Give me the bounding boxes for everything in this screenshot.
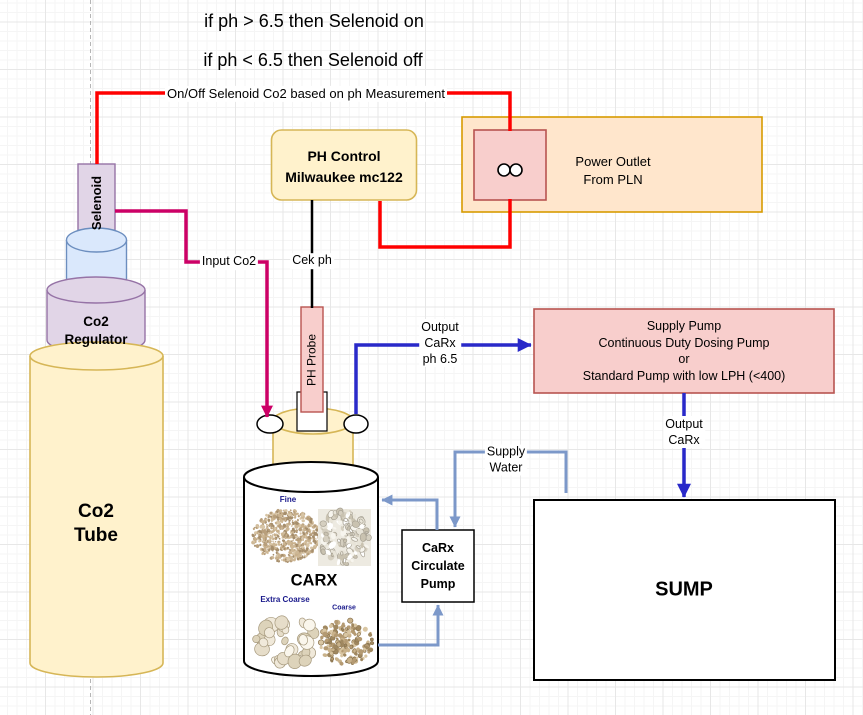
media-label-extra-coarse: Extra Coarse	[260, 595, 310, 604]
bottle-port-right	[343, 414, 369, 434]
pipe-pump-to-bottle	[381, 494, 439, 530]
co2-regulator-cylinder	[46, 276, 146, 354]
supply-pump-box	[533, 308, 835, 394]
ph-control-box	[270, 129, 418, 201]
media-label-fine: Fine	[279, 495, 297, 504]
supply-pump-label: Supply Pump Continuous Duty Dosing Pump …	[582, 319, 786, 383]
co2-regulator-label: Co2 Regulator	[64, 314, 128, 347]
media-photo-fine	[251, 509, 321, 563]
media-photo-extra-coarse	[252, 615, 320, 669]
bottle-port-left	[256, 414, 284, 434]
ph-probe-label: PH Probe	[304, 333, 319, 387]
wire-outlet-to-phcontrol	[378, 199, 512, 249]
label-output-carx-ph: Output CaRx ph 6.5	[419, 319, 461, 367]
co2-tube-label: Co2 Tube	[74, 501, 118, 546]
circulate-pump-label: CaRx Circulate Pump	[411, 541, 465, 591]
pipe-input-co2	[115, 209, 273, 418]
media-label-coarse: Coarse	[332, 604, 356, 612]
sump-label: SUMP	[655, 578, 713, 601]
rule-selenoid-off: if ph < 6.5 then Selenoid off	[203, 49, 423, 70]
label-output-carx: Output CaRx	[663, 416, 705, 448]
ph-control-label: PH Control Milwaukee mc122	[285, 148, 403, 185]
sump-box	[533, 499, 836, 681]
power-outlet-socket	[473, 129, 547, 201]
co2-tube-cylinder	[29, 341, 164, 678]
pipe-output-carx-to-pump	[354, 338, 532, 414]
circulate-pump-box	[401, 529, 475, 603]
bottle-cap-cylinder	[272, 407, 354, 471]
label-onoff-selenoid: On/Off Selenoid Co2 based on ph Measurem…	[165, 85, 447, 103]
media-photo-coarse	[317, 617, 375, 666]
pipe-bottle-to-pump	[378, 604, 444, 647]
label-cek-ph: Cek ph	[290, 253, 334, 269]
label-input-co2: Input Co2	[199, 254, 259, 270]
rule-selenoid-on: if ph > 6.5 then Selenoid on	[204, 10, 424, 31]
socket-hole-left	[497, 163, 511, 177]
socket-hole-right	[509, 163, 523, 177]
power-outlet-label: Power Outlet From PLN	[575, 154, 651, 187]
label-supply-water: Supply Water	[484, 444, 528, 476]
carx-title: CARX	[290, 571, 338, 590]
selenoid-label: Selenoid	[88, 175, 104, 231]
